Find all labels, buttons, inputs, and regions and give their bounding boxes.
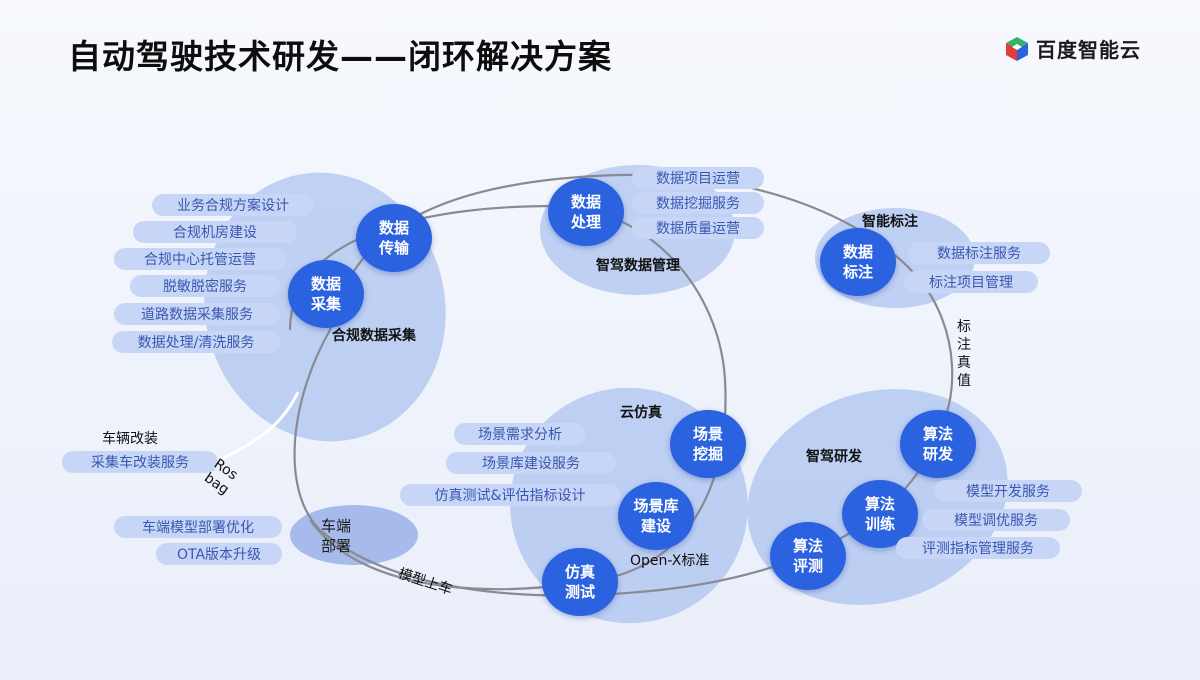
sim-test-node[interactable]: 仿真 测试 (542, 548, 618, 616)
pill-deploy-1[interactable]: OTA版本升级 (156, 543, 282, 565)
pill-compliance-4[interactable]: 道路数据采集服务 (114, 303, 280, 325)
data-collect-node[interactable]: 数据 采集 (288, 260, 364, 328)
compliance-group-label: 合规数据采集 (332, 328, 416, 344)
data-transfer-node[interactable]: 数据 传输 (356, 204, 432, 272)
pill-compliance-2[interactable]: 合规中心托管运营 (114, 248, 286, 270)
data-label-node[interactable]: 数据 标注 (820, 228, 896, 296)
pill-deploy-0[interactable]: 车端模型部署优化 (114, 516, 282, 538)
pill-compliance-1[interactable]: 合规机房建设 (133, 221, 297, 243)
pill-labeling-1[interactable]: 标注项目管理 (904, 271, 1038, 293)
pill-datamgmt-1[interactable]: 数据挖掘服务 (632, 192, 764, 214)
algo-dev-node[interactable]: 算法 研发 (900, 410, 976, 478)
deploy-region (290, 505, 418, 565)
pill-compliance-3[interactable]: 脱敏脱密服务 (130, 275, 280, 297)
algo-eval-node[interactable]: 算法 评测 (770, 522, 846, 590)
pill-rnd-2[interactable]: 评测指标管理服务 (896, 537, 1060, 559)
logo: 百度智能云 (1004, 34, 1141, 63)
pill-datamgmt-0[interactable]: 数据项目运营 (632, 167, 764, 189)
label-truth-edge-label: 标注真值 (957, 319, 971, 389)
page-title: 自动驾驶技术研发——闭环解决方案 (68, 37, 612, 76)
scene-lib-node[interactable]: 场景库 建设 (618, 482, 694, 550)
labeling-group-label: 智能标注 (862, 214, 918, 230)
pill-sim-0[interactable]: 场景需求分析 (454, 423, 586, 445)
baidu-cloud-cube-icon (1006, 36, 1028, 61)
pill-compliance-5[interactable]: 数据处理/清洗服务 (112, 331, 280, 353)
pill-rnd-1[interactable]: 模型调优服务 (922, 509, 1070, 531)
pill-sim-2[interactable]: 仿真测试&评估指标设计 (400, 484, 620, 506)
pill-sim-1[interactable]: 场景库建设服务 (446, 452, 616, 474)
main-loop-lower (293, 329, 937, 597)
main-loop-upper (328, 173, 954, 441)
pill-datamgmt-2[interactable]: 数据质量运营 (632, 217, 764, 239)
scene-mining-node[interactable]: 场景 挖掘 (670, 410, 746, 478)
logo-text: 百度智能云 (1036, 38, 1141, 62)
simulation-group-label: 云仿真 (620, 405, 662, 421)
pill-rnd-0[interactable]: 模型开发服务 (934, 480, 1082, 502)
rosbag-link (214, 391, 300, 464)
pill-vehiclemod-0[interactable]: 采集车改装服务 (62, 451, 218, 473)
deploy-node[interactable]: 车端 部署 (320, 517, 351, 555)
pill-labeling-0[interactable]: 数据标注服务 (908, 242, 1050, 264)
openx-edge-label: Open-X标准 (630, 553, 710, 569)
algo-train-node[interactable]: 算法 训练 (842, 480, 918, 548)
pill-compliance-0[interactable]: 业务合规方案设计 (152, 194, 314, 216)
data-process-node[interactable]: 数据 处理 (548, 178, 624, 246)
vehicle-mod-group-label: 车辆改装 (102, 431, 158, 447)
rnd-group-label: 智驾研发 (806, 449, 862, 465)
data-mgmt-group-label: 智驾数据管理 (596, 258, 680, 274)
